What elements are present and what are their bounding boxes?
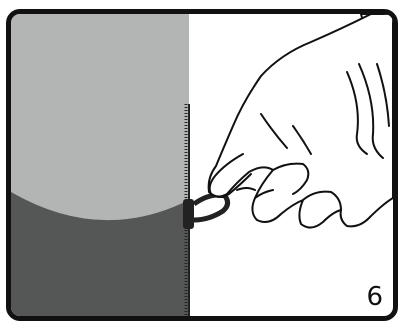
hand-palm xyxy=(209,14,393,228)
finger-crease-4 xyxy=(237,188,255,190)
zipper-pull-icon xyxy=(183,195,228,229)
illustration-frame: 6 xyxy=(6,9,398,321)
hand-icon xyxy=(209,14,393,228)
zipper-illustration xyxy=(11,14,393,316)
zipper-slider xyxy=(183,199,194,229)
zipper-tab xyxy=(194,195,228,220)
step-number: 6 xyxy=(366,282,383,312)
